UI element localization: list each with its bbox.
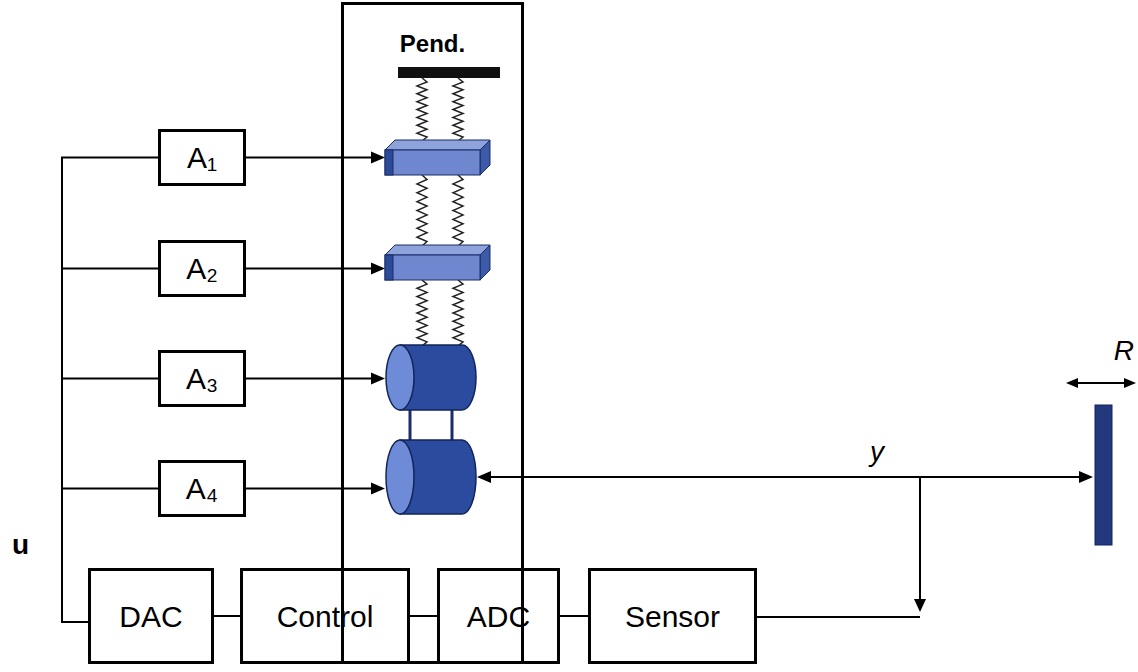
pendulum-enclosure: Pend. [341,2,524,664]
connector [246,152,385,164]
node-text: Control [277,600,374,633]
connector-line [246,488,372,490]
process-box: Sensor [588,568,757,664]
actuator-box: A₃ [158,350,246,407]
arrow-head [371,263,385,275]
spring [417,280,427,346]
arrow-head [371,483,385,495]
node-text: A₁ [187,141,217,174]
connector [214,616,240,617]
arrow-head [477,471,491,483]
spring [453,78,463,141]
connector [246,373,385,385]
connector-line [560,615,588,617]
connector-line [246,157,372,159]
connector-line [214,615,240,617]
connector-line [62,379,158,623]
connector-line [62,158,158,623]
connector [410,616,437,617]
connector [62,158,158,623]
upper-mass [385,140,490,175]
optical-path [482,476,1086,478]
link [451,408,454,442]
process-box: ADC [437,568,560,664]
link [409,408,412,442]
mirror-label: R [1114,336,1134,367]
spring [417,78,427,141]
signal-name: y [870,437,884,468]
spring [417,175,427,246]
middle-mass [385,245,490,280]
arrow-head [1066,378,1078,388]
connector [560,616,588,617]
node-text: ADC [467,600,530,633]
sensor-tap [919,477,921,602]
spring [453,280,463,346]
node-text: Pend. [400,31,465,57]
signal-name: u [12,530,29,561]
connector-line [246,268,372,270]
connector [62,379,158,623]
lower-test-mass [386,440,476,514]
sensor-line [757,616,920,618]
connector-line [246,378,372,380]
process-box: Control [240,568,410,664]
actuator-box: A₂ [158,240,246,297]
node-text: Sensor [625,600,720,633]
arrow-head [371,373,385,385]
connector [246,263,385,275]
arrow-head [914,599,926,612]
reference-mirror [1095,405,1112,545]
node-text: A₄ [186,472,218,505]
actuator-box: A₄ [158,460,246,517]
connector [246,483,385,495]
arrow-head [1124,378,1136,388]
actuator-box: A₁ [158,129,246,186]
process-box: DAC [88,568,214,664]
motion-arrow [1073,382,1129,384]
spring [453,175,463,246]
suspension-bar [398,67,500,78]
node-text: A₃ [186,362,218,395]
node-text: DAC [119,600,182,633]
node-text: A₂ [186,252,218,285]
springs [417,78,463,346]
connector-line [410,615,437,617]
arrow-head [1079,471,1093,483]
arrow-head [371,152,385,164]
upper-test-mass [386,345,476,410]
